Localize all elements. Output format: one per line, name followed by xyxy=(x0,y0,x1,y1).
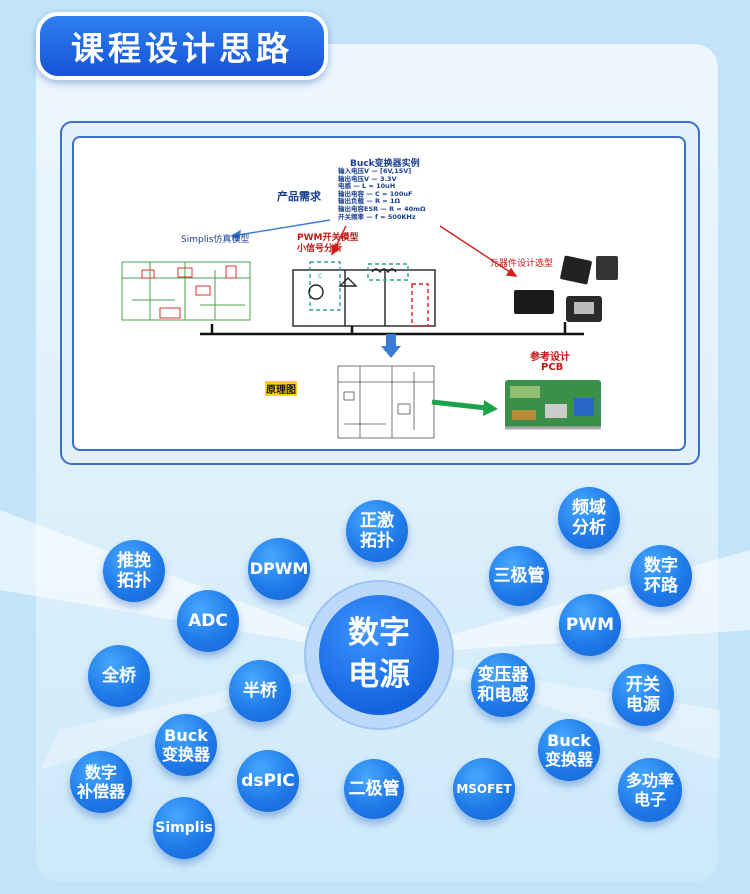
bubble-label: MSOFET xyxy=(456,781,512,796)
spec-line: 输出电容 — C = 100uF xyxy=(338,189,413,198)
light-rays xyxy=(0,510,750,770)
bubble-label: 开关 xyxy=(626,674,660,695)
bubble-label: 补偿器 xyxy=(76,782,125,801)
header-title-pill: 课程设计思路 xyxy=(36,12,328,80)
design-flow-diagram: C xyxy=(121,219,618,439)
simplis-model-label: Simplis仿真模型 xyxy=(181,235,250,245)
bubble-label: DPWM xyxy=(249,559,309,579)
center-bubble-digital-power: 数字电源 xyxy=(319,595,439,715)
pwm-model-label: PWM开关模型 小信号分析 xyxy=(297,233,358,255)
bubble-label: 半桥 xyxy=(243,680,277,701)
bubble-label: 拓扑 xyxy=(360,531,394,551)
bubble-tuiwan-tuopu: 推挽拓扑 xyxy=(103,540,165,602)
product-requirement-label: 产品需求 xyxy=(277,190,321,203)
bubble-zhengji-tuopu: 正激拓扑 xyxy=(346,500,408,562)
convergence-bracket xyxy=(200,322,584,336)
page-title: 课程设计思路 xyxy=(71,29,293,68)
bubble-label: 电源 xyxy=(626,695,660,715)
spec-line: 电感 — L = 10uH xyxy=(338,182,396,191)
bubble-label: 正激 xyxy=(360,510,394,531)
spec-line: 输出电压V — 3.3V xyxy=(338,174,397,183)
bubble-label: 数字 xyxy=(84,762,117,782)
bubble-label: 二极管 xyxy=(348,778,400,799)
bubble-label: Simplis xyxy=(155,819,213,836)
bubble-adc: ADC xyxy=(177,590,239,652)
bubble-label: 变换器 xyxy=(544,750,593,769)
pwm-model-line: 小信号分析 xyxy=(297,244,343,254)
bubble-label: PWM xyxy=(565,614,615,635)
simplis-schematic xyxy=(121,261,251,321)
spec-line: 输出负载 — R = 1Ω xyxy=(338,197,401,206)
bubble-label: 和电感 xyxy=(477,685,529,705)
bubble-shuzi-huanlu: 数字环路 xyxy=(630,545,692,607)
bubble-dspic: dsPIC xyxy=(237,750,299,812)
schematic-label: 原理图 xyxy=(265,381,297,396)
bubble-label: 三极管 xyxy=(493,565,545,586)
bubble-quanqiao: 全桥 xyxy=(88,645,150,707)
down-arrow xyxy=(381,346,401,358)
bubble-label: 频域 xyxy=(572,497,606,518)
cap-marker: C xyxy=(318,273,322,280)
bubble-label: 变换器 xyxy=(161,745,210,764)
spec-line: 输入电压V — [6V,15V] xyxy=(338,167,412,175)
bubble-label: 电子 xyxy=(633,790,666,809)
bubble-label: Buck xyxy=(164,725,208,745)
bubble-kaiguan-dianyuan: 开关电源 xyxy=(612,664,674,726)
bubble-simplis: Simplis xyxy=(153,797,215,859)
bubble-banqiao: 半桥 xyxy=(229,660,291,722)
reference-design-label: 参考设计 xyxy=(530,352,570,363)
spec-line: 开关频率 — f = 500KHz xyxy=(338,212,416,221)
bubble-bianyaqi-diangan: 变压器和电感 xyxy=(471,653,535,717)
bubble-msofet: MSOFET xyxy=(453,758,515,820)
center-line: 电源 xyxy=(348,657,410,693)
spec-line: 输出电容ESR — R = 40mΩ xyxy=(338,204,426,213)
green-arrow xyxy=(431,399,498,416)
schematic-drawing xyxy=(337,365,435,439)
spec-title: Buck变换器实例 xyxy=(350,159,420,169)
center-line: 数字 xyxy=(348,615,410,652)
spec-arrows xyxy=(230,219,518,277)
bubble-duogonglv-dianzi: 多功率电子 xyxy=(618,758,682,822)
component-chips xyxy=(514,255,618,322)
bubble-pwm: PWM xyxy=(559,594,621,656)
bubble-sanjiguan: 三极管 xyxy=(489,546,549,606)
component-design-label: 元器件设计选型 xyxy=(490,259,554,269)
pwm-model-circuit xyxy=(292,261,436,327)
bubble-label: 变压器 xyxy=(477,664,529,685)
pwm-model-line: PWM开关模型 xyxy=(297,233,359,243)
bubble-label: 全桥 xyxy=(102,665,136,686)
spec-list: 输入电压V — [6V,15V] 输出电压V — 3.3V 电感 — L = 1… xyxy=(338,167,426,221)
bubble-shuzi-buchangqi: 数字补偿器 xyxy=(70,751,132,813)
bubble-label: Buck xyxy=(547,730,591,750)
pcb-label: PCB xyxy=(541,362,564,373)
pcb-board xyxy=(505,380,601,430)
bubble-pinyu-fenxi: 频域分析 xyxy=(558,487,620,549)
bubble-label: 多功率 xyxy=(625,770,674,790)
bubble-label: 环路 xyxy=(644,576,678,596)
bubble-label: 数字 xyxy=(644,555,678,576)
bubble-label: 推挽 xyxy=(117,550,151,571)
bubble-erjiguan: 二极管 xyxy=(344,759,404,819)
bubble-label: dsPIC xyxy=(241,770,295,791)
bubble-label: ADC xyxy=(188,610,228,631)
bubble-label: 分析 xyxy=(572,518,606,538)
bubble-dpwm: DPWM xyxy=(248,538,310,600)
bubble-label: 拓扑 xyxy=(117,571,151,591)
